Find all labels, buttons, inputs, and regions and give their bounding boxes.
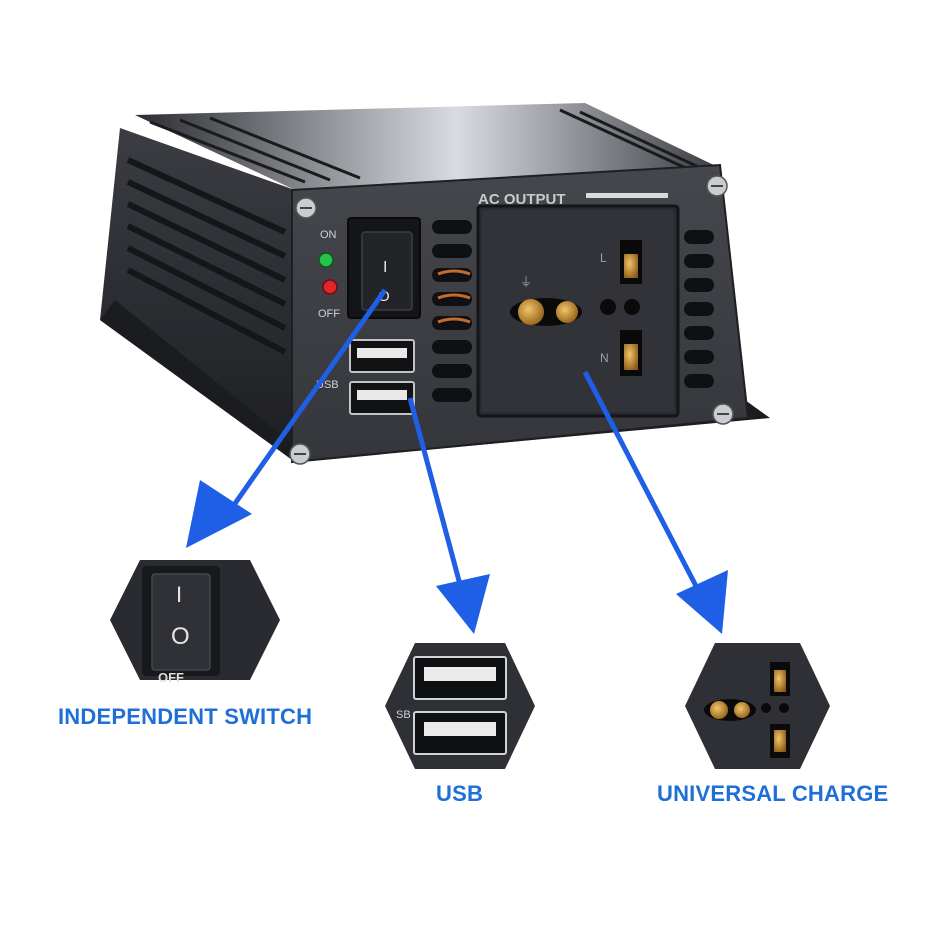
zoom-switch: I O OFF	[110, 560, 280, 685]
device-top	[135, 103, 720, 190]
socket-live-mark: L	[600, 251, 607, 265]
rocker-switch-icon: I O OFF	[142, 566, 220, 685]
switch-off-symbol: O	[378, 288, 390, 305]
led-on-label: ON	[320, 229, 337, 241]
screw-icon	[289, 175, 734, 465]
caption-universal-charge: UNIVERSAL CHARGE	[657, 781, 889, 806]
universal-socket[interactable]: L N ⏚	[476, 204, 680, 418]
callout-arrows	[186, 288, 728, 634]
arrow-to-socket	[582, 370, 728, 634]
caption-usb: USB	[436, 781, 484, 806]
zoom-off-label: OFF	[158, 670, 184, 685]
inverter-device: AC OUTPUT ON OFF USB I O	[100, 103, 770, 465]
zoom-usb: SB	[385, 643, 535, 769]
side-fins	[126, 157, 287, 355]
socket-earth-mark: ⏚	[520, 275, 532, 289]
socket-neutral-mark: N	[600, 351, 609, 365]
led-red-icon	[322, 279, 338, 295]
arrow-to-switch	[186, 288, 388, 548]
usb-ports-icon: SB	[396, 656, 507, 755]
zoom-on-symbol: I	[176, 582, 182, 607]
universal-socket-icon	[704, 662, 790, 758]
led-off-label: OFF	[318, 308, 340, 320]
rocker-switch[interactable]: I O	[347, 217, 421, 319]
zoom-socket	[685, 643, 830, 769]
led-green-icon	[318, 252, 334, 268]
caption-independent-switch: INDEPENDENT SWITCH	[58, 704, 313, 729]
usb-port-bottom[interactable]	[349, 381, 415, 415]
top-fins	[149, 108, 706, 184]
zoom-off-symbol: O	[171, 623, 190, 650]
switch-on-symbol: I	[383, 259, 387, 276]
zoom-usb-label: SB	[396, 709, 411, 721]
internal-coil	[437, 269, 471, 324]
ac-output-label: AC OUTPUT	[478, 191, 566, 208]
usb-port-top[interactable]	[349, 339, 415, 373]
label-bar	[586, 193, 668, 198]
arrow-to-usb	[407, 397, 490, 634]
